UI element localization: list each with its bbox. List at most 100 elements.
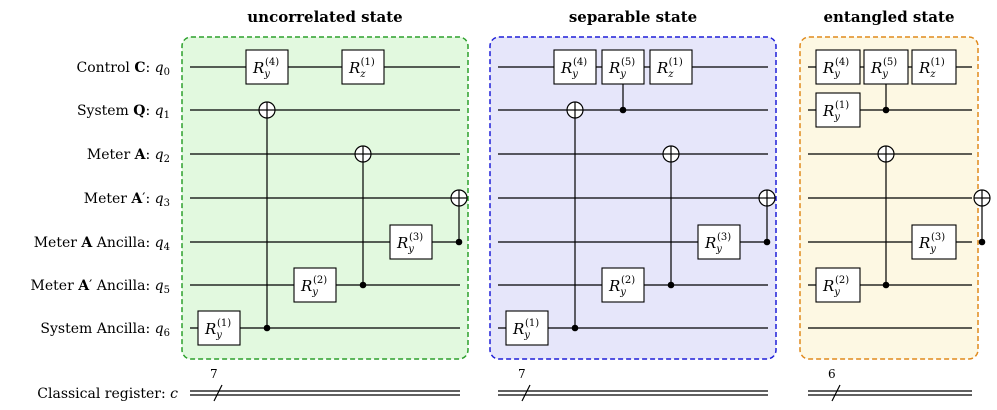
row-label-qubit: q [155,191,164,207]
gate-param: (1) [525,318,539,329]
rotation-gate: Rz(1) [341,49,385,85]
rotation-gate: Ry(2) [293,267,337,303]
gate-box [815,92,861,128]
row-label-qubit-index: 0 [164,67,170,78]
gate-box [911,224,957,260]
row-label-qubit-index: 5 [164,285,170,296]
gate-axis: y [215,330,222,341]
gate-box [293,267,337,303]
gate-symbol: R [918,234,930,252]
row-label-text: Meter [31,278,79,294]
panel-title: separable state [569,8,697,26]
rotation-gate: Ry(1) [815,92,861,128]
gate-box [341,49,385,85]
row-label-symbol: A [134,147,147,163]
gate-axis: y [833,287,840,298]
gate-param: (2) [621,275,635,286]
gate-box [697,224,741,260]
row-label-q6: System Ancilla: q6 [40,321,170,339]
gate-box [505,310,549,346]
circuit-panels: uncorrelated state7Ry(4)Rz(1)Ry(3)Ry(2)R… [181,8,991,402]
gate-box [197,310,241,346]
rotation-gate: Ry(4) [815,49,861,85]
panel-uncorrelated: uncorrelated state7Ry(4)Rz(1)Ry(3)Ry(2)R… [181,8,469,402]
gate-axis: y [833,69,840,80]
gate-label: Ry(1) [822,100,849,123]
gate-symbol: R [608,59,620,77]
row-label-text: System [77,103,133,119]
gate-axis: y [619,69,626,80]
gate-box [601,49,645,85]
gate-symbol: R [512,320,524,338]
row-label-prime: ′ [89,278,92,294]
gate-axis: y [881,69,888,80]
row-label-qubit-index: 6 [164,328,170,339]
gate-symbol: R [822,277,834,295]
row-label-qubit: q [155,235,164,251]
rotation-gate: Rz(1) [649,49,693,85]
row-label-symbol: Q [133,103,145,119]
gate-param: (1) [669,57,683,68]
row-label-qubit-index: 1 [164,110,170,121]
gate-label: Ry(1) [204,318,231,341]
row-label-text: Meter [87,147,135,163]
row-label-q5: Meter A′ Ancilla: q5 [31,278,170,296]
control-dot [263,324,271,332]
rotation-gate: Ry(2) [815,267,861,303]
row-label-tail: : [145,103,154,119]
gate-box [815,49,861,85]
gate-axis: z [667,69,674,80]
row-label-qubit: q [155,278,164,294]
control-dot [978,238,986,246]
gate-symbol: R [704,234,716,252]
row-label-symbol: C [134,60,145,76]
rotation-gate: Ry(4) [553,49,597,85]
rotation-gate: Ry(5) [601,49,645,85]
gate-label: Ry(1) [512,318,539,341]
row-label-qubit: q [155,60,164,76]
rotation-gate: Rz(1) [911,49,957,85]
control-dot [763,238,771,246]
gate-box [601,267,645,303]
row-label-text: Meter [34,235,82,251]
row-label-prime: ′ [142,191,145,207]
gate-param: (3) [931,232,945,243]
row-label-text: System Ancilla: [40,321,154,337]
gate-label: Ry(3) [918,232,945,255]
gate-param: (2) [835,275,849,286]
row-label-q3: Meter A′: q3 [84,191,170,209]
row-label-symbol: A [130,191,143,207]
row-label-qubit-index: 2 [164,154,170,165]
gate-label: Ry(3) [704,232,731,255]
row-label-text: Meter [84,191,132,207]
gate-box [815,267,861,303]
gate-axis: y [715,244,722,255]
gate-param: (2) [313,275,327,286]
gate-label: Ry(4) [560,57,587,80]
row-label-q1: System Q: q1 [77,103,170,121]
gate-param: (3) [717,232,731,243]
rotation-gate: Ry(1) [505,310,549,346]
register-count: 7 [210,367,218,381]
row-label-qubit-index: 3 [164,198,170,209]
gate-param: (1) [361,57,375,68]
control-dot [667,281,675,289]
rotation-gate: Ry(3) [389,224,433,260]
gate-symbol: R [396,234,408,252]
row-label-qubit-index: 4 [164,242,170,253]
classical-register-text: Classical register: [37,386,170,402]
panel-separable: separable state7Ry(4)Ry(5)Rz(1)Ry(3)Ry(2… [489,8,777,402]
row-label-qubit: q [155,321,164,337]
gate-symbol: R [918,59,930,77]
row-label-tail: Ancilla: [92,235,154,251]
row-label-q2: Meter A: q2 [87,147,170,165]
gate-param: (3) [409,232,423,243]
gate-param: (4) [573,57,587,68]
classical-register-label: Classical register: c [37,386,178,402]
gate-param: (5) [883,57,897,68]
gate-label: Ry(4) [822,57,849,80]
rotation-gate: Ry(5) [863,49,909,85]
rotation-gate: Ry(4) [245,49,289,85]
row-label-symbol: A [80,235,93,251]
